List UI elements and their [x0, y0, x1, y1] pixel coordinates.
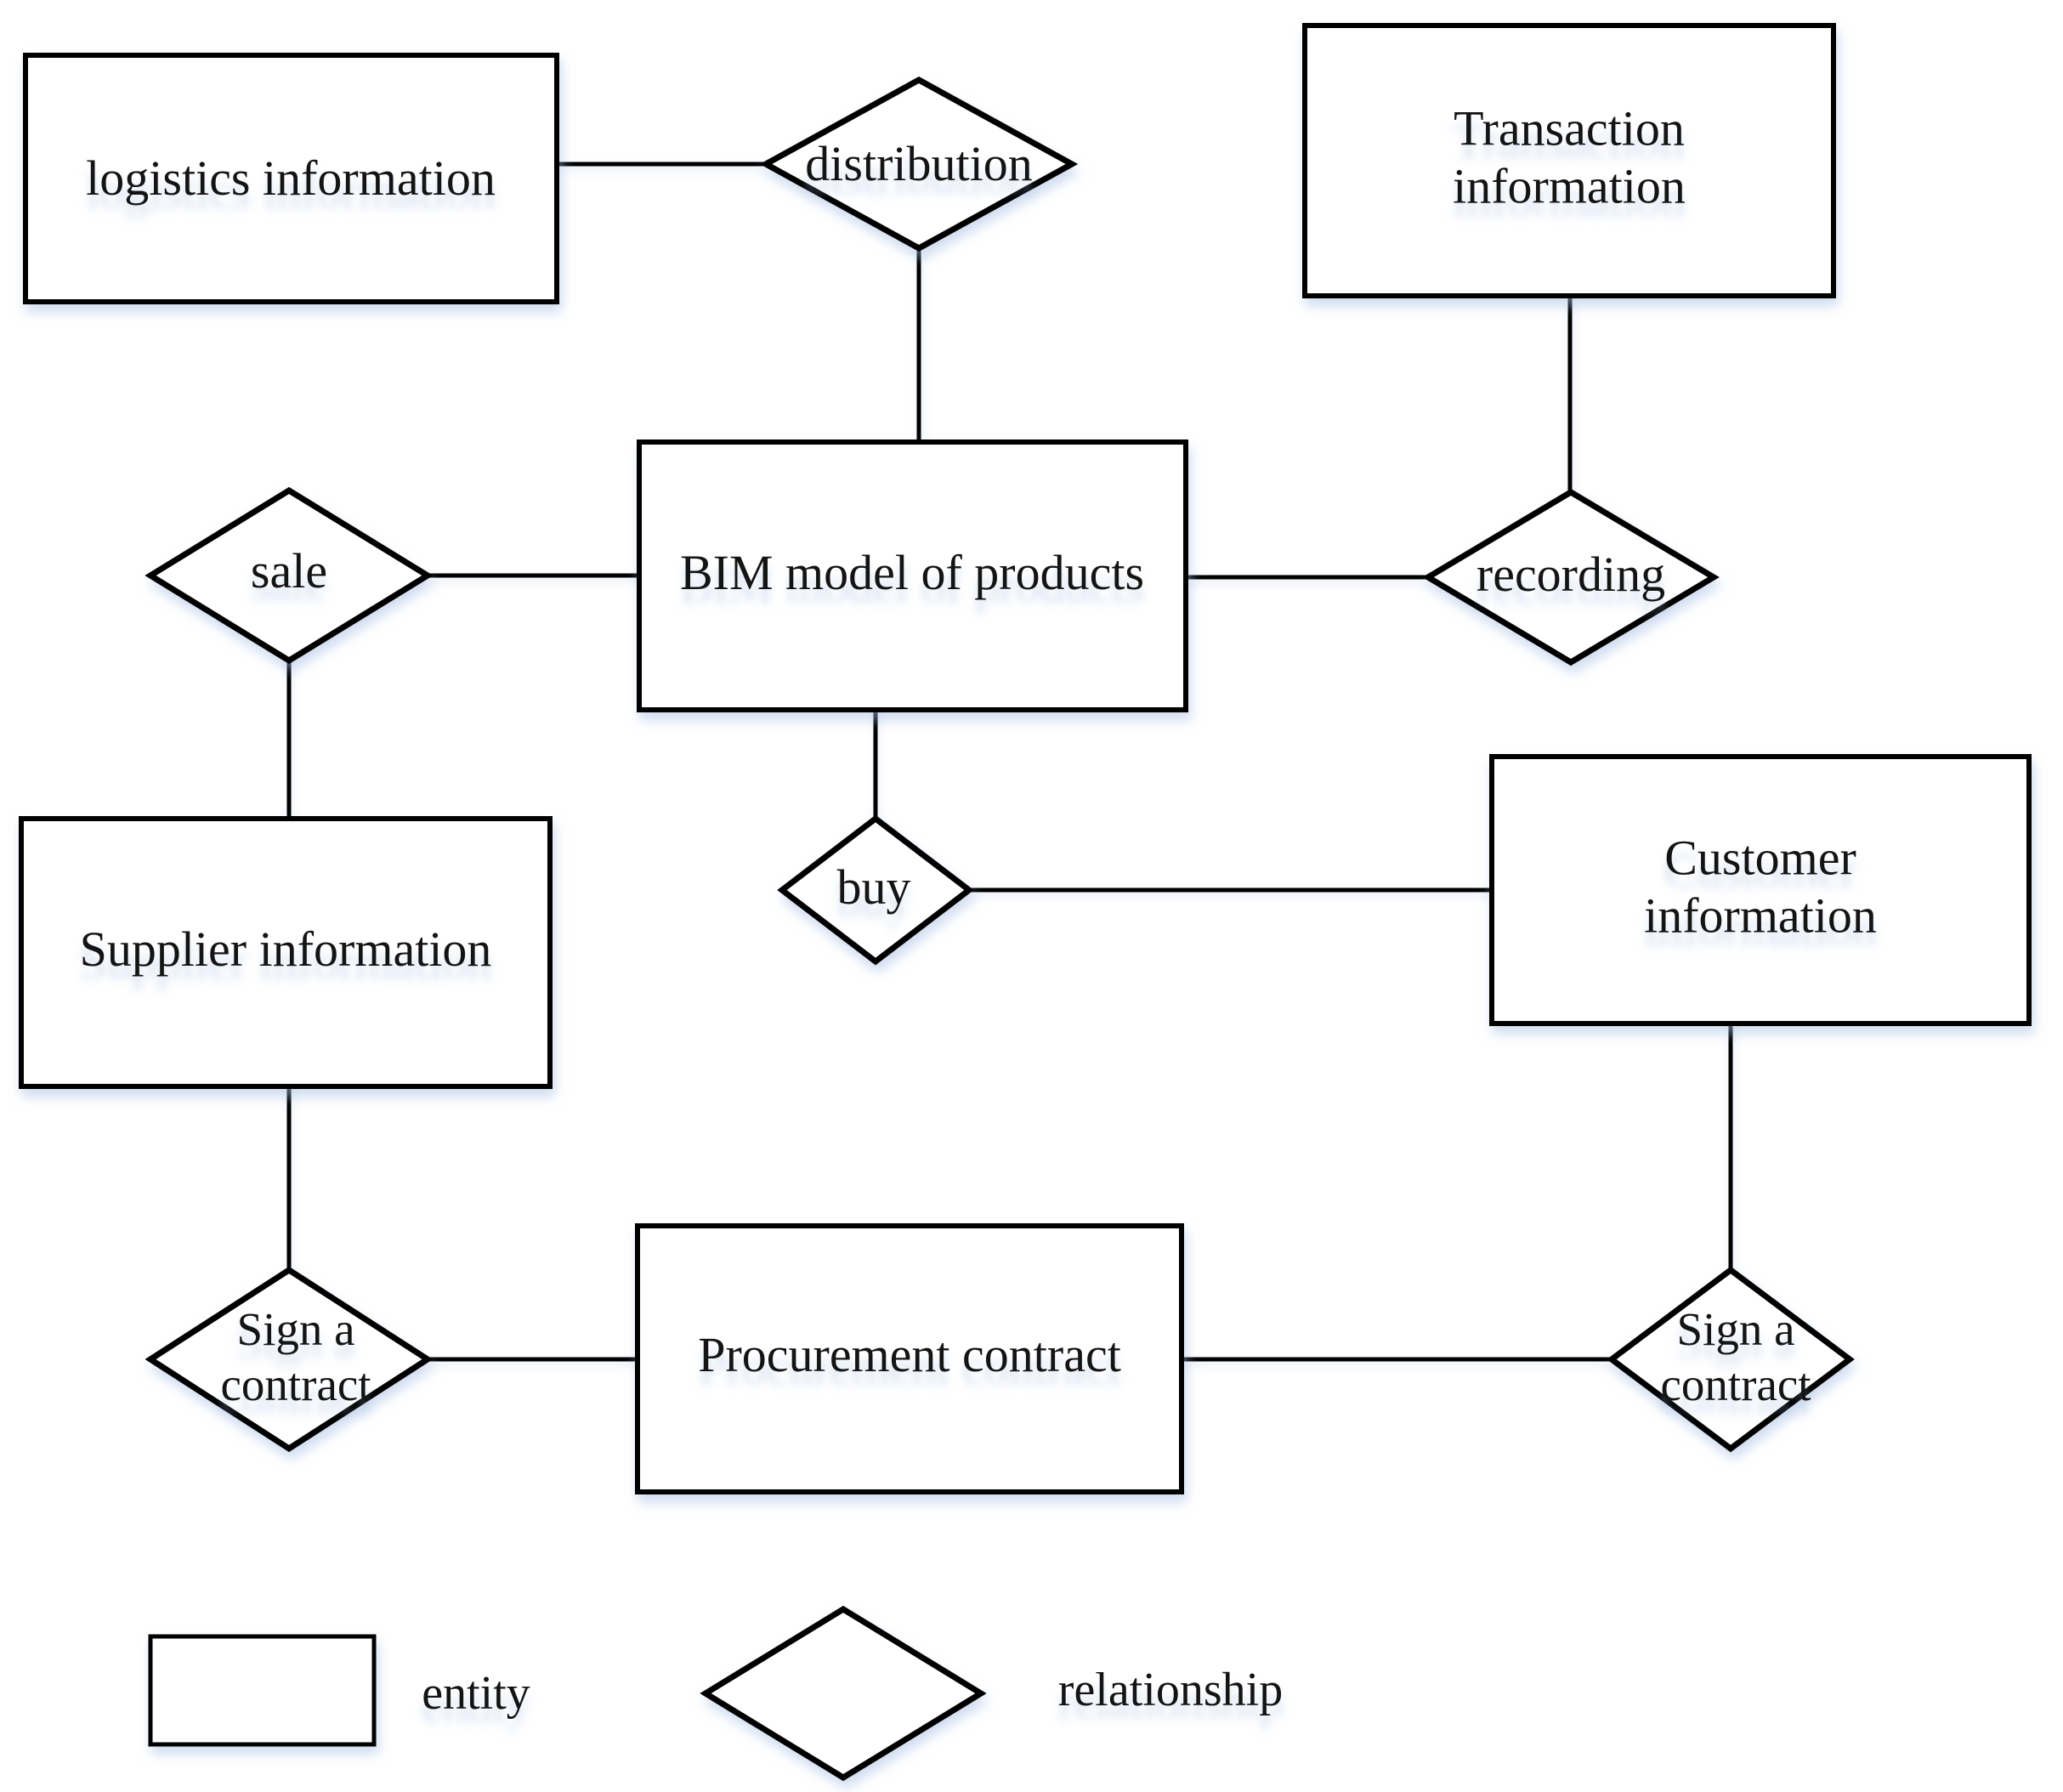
- relationship-distribution-diamond: [759, 77, 1079, 252]
- legend-entity-swatch: [148, 1634, 377, 1747]
- relationship-sign-left-diamond: [145, 1266, 434, 1453]
- entity-bim-box: [637, 439, 1188, 712]
- relationship-buy-diamond: [777, 814, 974, 966]
- entity-logistics-box: [23, 53, 559, 304]
- entity-procurement-box: [635, 1223, 1184, 1494]
- relationship-recording-diamond: [1422, 488, 1720, 666]
- relationship-sign-right-diamond: [1607, 1266, 1855, 1453]
- entity-customer-box: [1489, 754, 2032, 1026]
- relationship-sale-diamond: [145, 486, 434, 665]
- legend-relationship-swatch: [700, 1605, 987, 1782]
- entity-supplier-box: [19, 816, 553, 1089]
- entity-transaction-box: [1302, 23, 1836, 298]
